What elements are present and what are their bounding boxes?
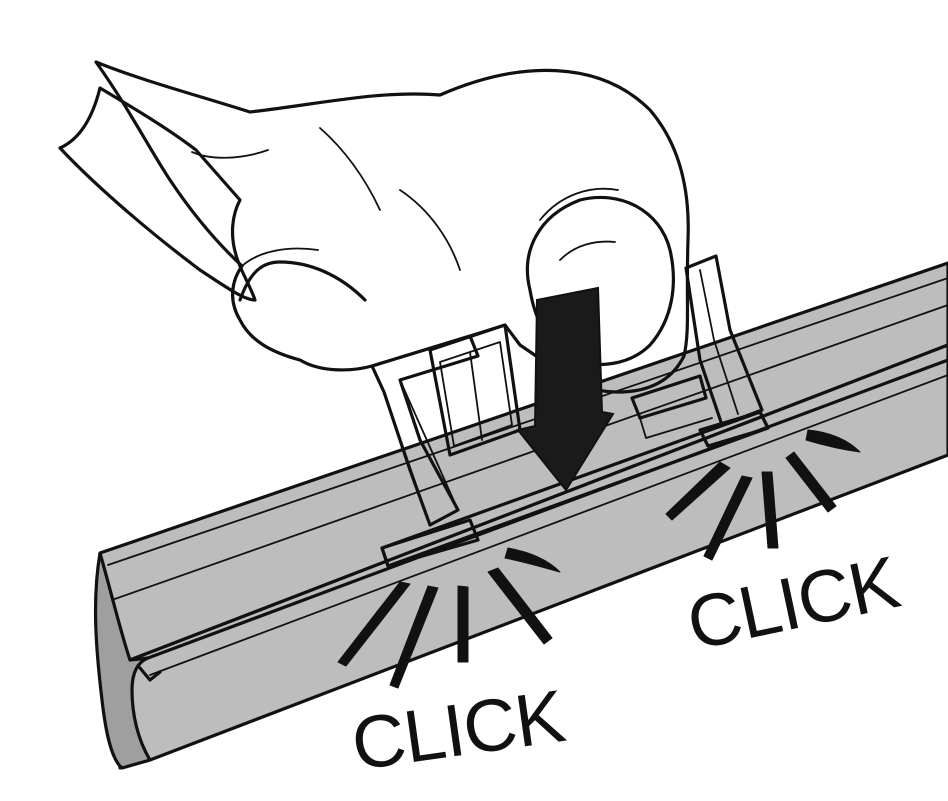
hand [58, 60, 690, 394]
rail-curled-end [93, 551, 152, 770]
click-burst-left [337, 547, 561, 689]
clip-right-leg [684, 254, 764, 427]
sleeve [58, 86, 257, 302]
click-label-right: CLICK [680, 540, 906, 666]
click-label-left: CLICK [347, 674, 570, 786]
push-down-arrow [516, 286, 615, 492]
mounting-clip [370, 254, 770, 568]
click-burst-right [665, 429, 861, 561]
